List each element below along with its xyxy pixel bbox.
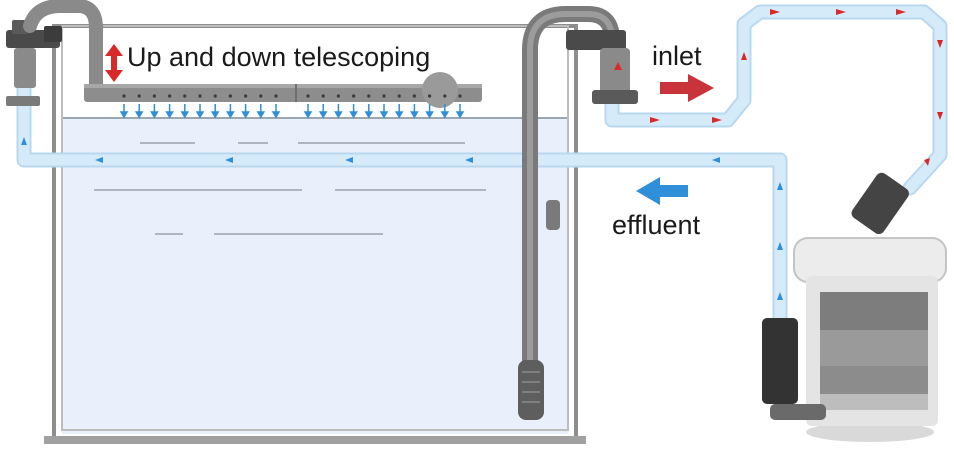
spray-bar-assembly [23, 0, 482, 108]
left-arrow-icon [636, 177, 688, 205]
spray-jet-arrow-icon [165, 111, 174, 119]
spray-jet-arrow-icon [210, 111, 220, 119]
spray-hole [412, 94, 416, 98]
spray-hole [183, 94, 187, 98]
spray-hole [367, 94, 371, 98]
spray-hole [336, 94, 340, 98]
telescoping-label: Up and down telescoping [127, 42, 431, 72]
spray-hole [458, 94, 462, 98]
spray-jet-arrow-icon [134, 111, 144, 119]
return-tube [16, 62, 788, 328]
canister-pump [762, 318, 798, 404]
return-flow-marks [21, 137, 783, 300]
spray-jet-arrow-icon [425, 111, 434, 119]
spray-hole [382, 94, 386, 98]
spray-jet-arrow-icon [379, 111, 389, 119]
spray-bar [84, 84, 482, 102]
spray-jet-arrow-icon [256, 111, 266, 119]
spray-jet-arrow-icon [318, 111, 328, 119]
right-arrow-icon [660, 74, 714, 102]
spray-jet-arrow-icon [180, 111, 190, 119]
spray-jet-arrow-icon [271, 111, 281, 119]
spray-jet-arrow-icon [303, 111, 313, 119]
canister-inlet-connector [851, 172, 909, 235]
spray-jet-arrow-icon [195, 111, 205, 119]
spray-hole [352, 94, 356, 98]
spray-hole [152, 94, 156, 98]
inlet-tube [604, 4, 948, 196]
inlet-flow-marks [650, 9, 943, 166]
spray-jet-arrow-icon [226, 111, 235, 119]
water-ripple-lines [94, 142, 486, 235]
spray-jet-arrow-icon [334, 111, 343, 119]
canister-lid [793, 237, 947, 283]
spray-hole [228, 94, 232, 98]
up-down-arrow-icon [105, 44, 123, 82]
spray-jet-arrow-icon [455, 111, 465, 119]
spray-jet-arrow-icon [349, 111, 358, 119]
inlet-valve [566, 30, 638, 104]
spray-hole [321, 94, 325, 98]
spray-jet-arrow-icon [410, 111, 419, 119]
spray-hole [198, 94, 202, 98]
spray-bar-suction-cup [422, 72, 458, 108]
intake-suction-cup [546, 200, 560, 230]
tank-water [62, 118, 568, 434]
spray-jet-arrow-icon [150, 111, 159, 119]
spray-hole [213, 94, 217, 98]
spray-hole [244, 94, 248, 98]
spray-hole [443, 94, 447, 98]
spray-hole [122, 94, 126, 98]
spray-hole [168, 94, 172, 98]
tank-inner-frame [61, 25, 569, 431]
spray-hole [306, 94, 310, 98]
spray-jets [119, 94, 465, 119]
spray-jet-arrow-icon [364, 111, 374, 119]
spray-hole [428, 94, 432, 98]
intake-strainer [518, 360, 544, 420]
spray-jet-arrow-icon [241, 111, 250, 119]
spray-hole [259, 94, 263, 98]
spray-hole [274, 94, 278, 98]
spray-hole [397, 94, 401, 98]
spray-hole [137, 94, 141, 98]
effluent-label: effluent [612, 210, 701, 240]
tank-base [44, 436, 586, 444]
spray-jet-arrow-icon [394, 111, 404, 119]
aquarium-tank [44, 24, 586, 444]
spray-jet-arrow-icon [440, 111, 450, 119]
canister-filter [762, 172, 947, 442]
spray-jet-arrow-icon [119, 111, 129, 119]
intake-pipe [518, 6, 620, 420]
inlet-label: inlet [652, 41, 702, 71]
